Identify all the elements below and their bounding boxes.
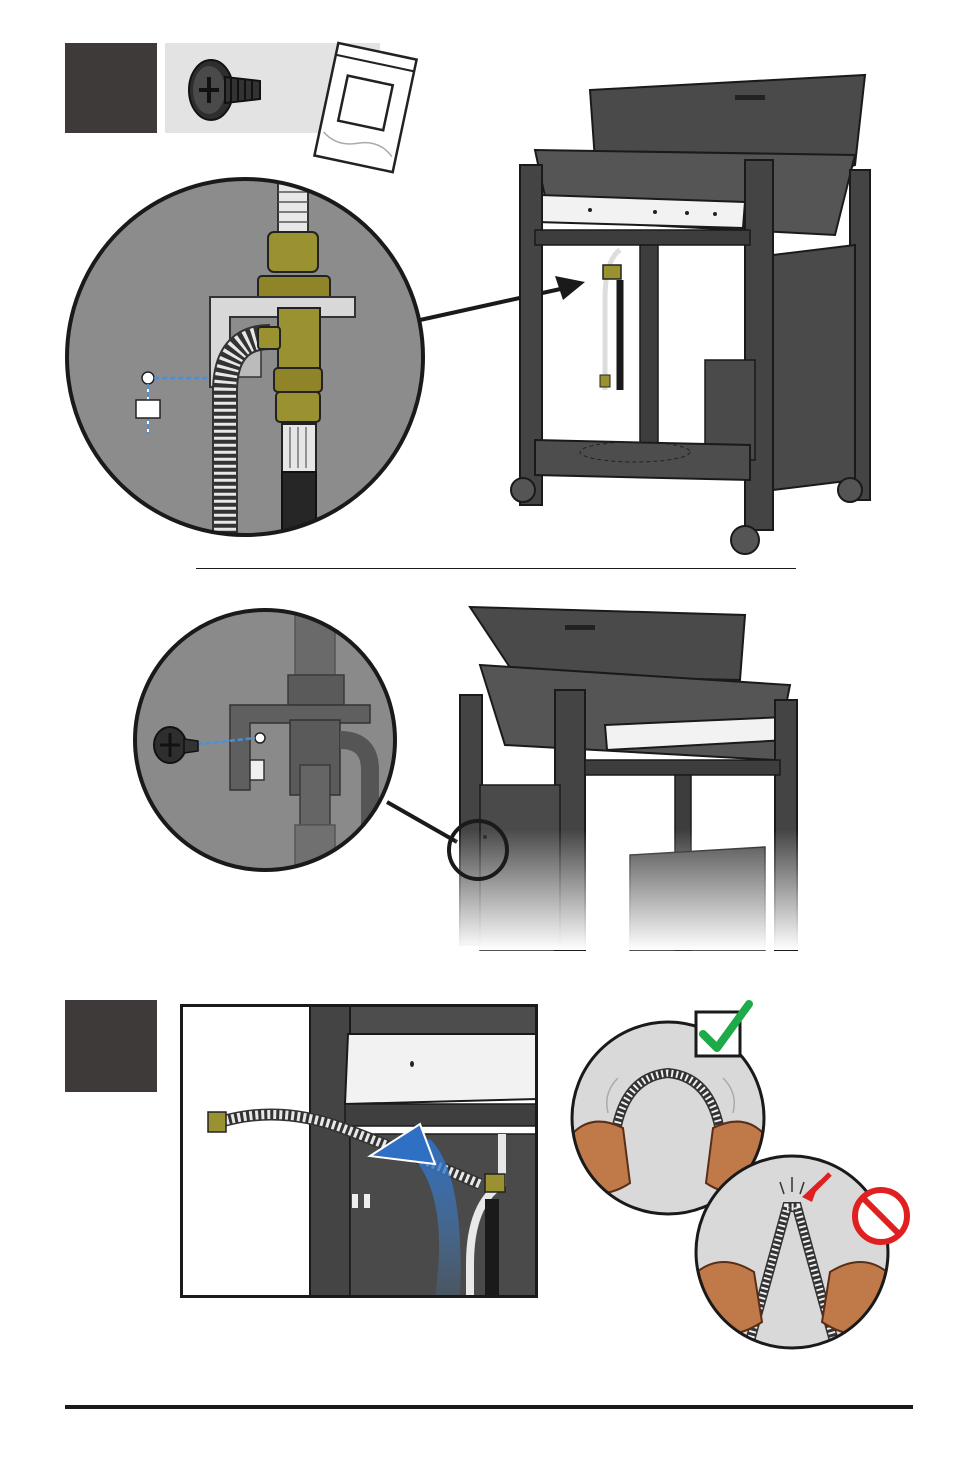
incorrect-bend-circle [694, 1154, 890, 1350]
step-2-number-box [65, 1000, 157, 1092]
hose-routing-illustration [180, 1004, 538, 1298]
footer-rule [65, 1405, 913, 1409]
grill-cart-illustration-1 [510, 73, 871, 555]
pointer-line-2 [386, 800, 458, 844]
detail-circle-screw-attachment [133, 608, 397, 872]
checkmark-icon [694, 1000, 753, 1058]
parts-bag-icon [312, 41, 419, 174]
step-1-number [65, 43, 157, 133]
highlight-circle [447, 819, 509, 881]
step-1-number-box [65, 43, 157, 133]
screw-icon [188, 59, 261, 121]
prohibited-icon [852, 1187, 910, 1245]
correct-bend-circle [570, 1020, 766, 1216]
section-divider [196, 568, 796, 569]
detail-circle-gas-valve [65, 177, 425, 537]
grill-cart-illustration-2 [455, 605, 815, 951]
step-2-number [65, 1000, 157, 1092]
